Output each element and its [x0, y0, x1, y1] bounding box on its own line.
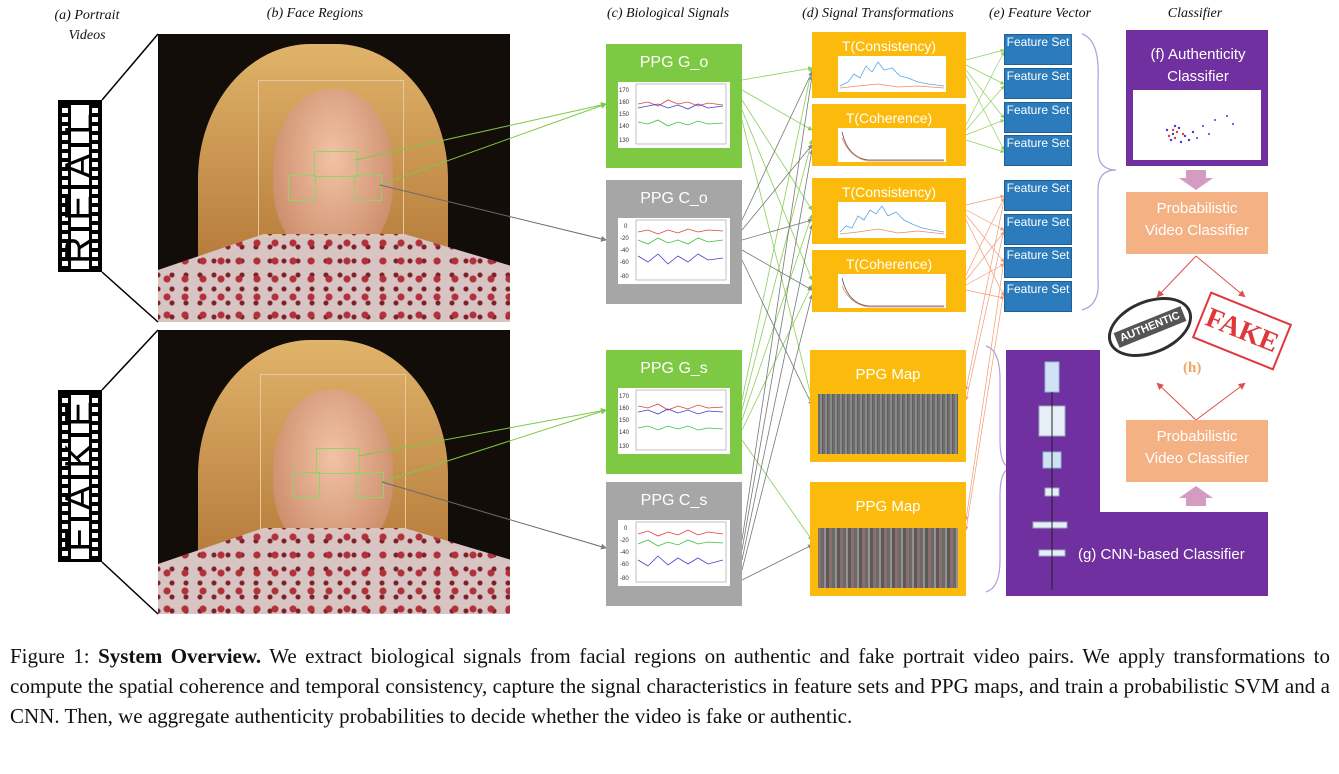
tick-label: 150: [619, 418, 630, 424]
transform-plot: [838, 274, 946, 308]
cnn-classifier-box-extension: [1100, 512, 1268, 596]
face-region-box: [258, 80, 404, 237]
tick-label: -60: [620, 562, 629, 568]
film-letter: L: [59, 104, 101, 144]
header-biological-signals: (c) Biological Signals: [606, 6, 730, 21]
cnn-classifier-label: (g) CNN-based Classifier: [1078, 546, 1245, 563]
caption-text: We extract biological signals from facia…: [10, 644, 1331, 728]
tick-label: 0: [624, 224, 628, 230]
connector-lines: [101, 33, 1246, 615]
portrait-real-image: [158, 34, 510, 322]
transform-consistency-real: T(Consistency): [812, 32, 966, 98]
tick-label: -80: [620, 274, 629, 280]
roi-forehead-box: [314, 151, 358, 177]
film-letter: E: [59, 188, 101, 228]
film-letter: K: [59, 436, 101, 476]
caption-bold: System Overview.: [98, 644, 262, 668]
signal-plot: 170 160 150 140 130: [618, 82, 730, 148]
film-letter: F: [59, 520, 101, 560]
roi-left-cheek-box: [288, 175, 316, 201]
tick-label: 170: [619, 88, 630, 94]
transform-plot: [838, 56, 946, 92]
transform-label: T(Consistency): [841, 184, 937, 200]
transform-label: T(Consistency): [841, 38, 937, 54]
signal-label: PPG C_o: [640, 190, 708, 207]
face-region-box: [260, 374, 406, 531]
signal-plot: 0 -20 -40 -60 -80: [618, 218, 730, 284]
header-classifier: Classifier: [1167, 6, 1223, 21]
header-face-regions: (b) Face Regions: [266, 6, 364, 21]
tick-label: -40: [620, 248, 629, 254]
feature-set: Feature Set: [1004, 102, 1072, 133]
figure-caption: Figure 1: System Overview. We extract bi…: [10, 641, 1330, 731]
svm-scatter-plot: [1133, 90, 1261, 160]
transform-consistency-fake: T(Consistency): [812, 178, 966, 244]
cnn-architecture-icon: [1032, 361, 1068, 590]
transform-label: T(Coherence): [845, 110, 933, 126]
feature-set: Feature Set: [1004, 34, 1072, 65]
feature-set: Feature Set: [1004, 68, 1072, 99]
caption-label: Figure 1:: [10, 644, 99, 668]
film-letter: E: [59, 394, 101, 434]
transform-label: PPG Map: [855, 366, 921, 383]
film-strip-real: L A E R: [58, 100, 102, 272]
signal-label: PPG C_s: [640, 492, 708, 509]
signal-label: PPG G_o: [639, 54, 709, 71]
tick-label: 160: [619, 406, 630, 412]
signal-label: PPG G_s: [640, 360, 708, 377]
portrait-fake-image: [158, 330, 510, 614]
tick-label: 140: [619, 430, 630, 436]
transform-coherence-real: T(Coherence): [812, 104, 966, 166]
tick-label: -60: [620, 260, 629, 266]
roi-left-cheek-box: [292, 472, 320, 498]
tick-label: 150: [619, 112, 630, 118]
tick-label: 160: [619, 100, 630, 106]
feature-set: Feature Set: [1004, 281, 1072, 312]
transform-plot: [838, 128, 946, 162]
label-h: (h): [1183, 360, 1202, 376]
feature-set: Feature Set: [1004, 180, 1072, 211]
transform-label: T(Coherence): [845, 256, 933, 272]
roi-forehead-box: [316, 448, 360, 474]
film-strip-fake: E K A F: [58, 390, 102, 562]
film-letter: A: [59, 146, 101, 186]
ppg-signal-c-o: PPG C_o 0 -20 -40 -60 -80: [606, 180, 742, 304]
ppg-map-fake: PPG Map: [810, 482, 966, 596]
probabilistic-video-classifier-svm: Probabilistic Video Classifier: [1126, 192, 1268, 254]
tick-label: -80: [620, 576, 629, 582]
tick-label: -20: [620, 538, 629, 544]
tick-label: 140: [619, 124, 630, 130]
roi-right-cheek-box: [354, 175, 382, 201]
roi-right-cheek-box: [356, 472, 384, 498]
probabilistic-video-classifier-cnn: Probabilistic Video Classifier: [1126, 420, 1268, 482]
signal-plot: 170 160 150 140 130: [618, 388, 730, 454]
header-portrait-videos: (a) Portrait Videos: [54, 8, 120, 43]
film-letter: R: [59, 230, 101, 270]
ppg-map-image: [818, 528, 958, 588]
signal-plot: 0 -20 -40 -60 -80: [618, 520, 730, 586]
header-signal-transformations: (d) Signal Transformations: [802, 6, 954, 21]
transform-label: PPG Map: [855, 498, 921, 515]
tick-label: -40: [620, 550, 629, 556]
transform-coherence-fake: T(Coherence): [812, 250, 966, 312]
ppg-signal-g-s: PPG G_s 170 160 150 140 130: [606, 350, 742, 474]
feature-set: Feature Set: [1004, 214, 1072, 245]
ppg-signal-c-s: PPG C_s 0 -20 -40 -60 -80: [606, 482, 742, 606]
ppg-map-image: [818, 394, 958, 454]
tick-label: 0: [624, 526, 628, 532]
transform-plot: [838, 202, 946, 238]
header-feature-vector: (e) Feature Vector: [988, 6, 1092, 21]
feature-set: Feature Set: [1004, 247, 1072, 278]
authenticity-classifier-box: (f) Authenticity Classifier: [1126, 30, 1268, 166]
authenticity-classifier-label: (f) Authenticity Classifier: [1150, 46, 1246, 85]
tick-label: 130: [619, 444, 630, 450]
ppg-signal-g-o: PPG G_o 170 160 150 140 130: [606, 44, 742, 168]
tick-label: 170: [619, 394, 630, 400]
tick-label: -20: [620, 236, 629, 242]
ppg-map-real: PPG Map: [810, 350, 966, 462]
tick-label: 130: [619, 138, 630, 144]
feature-set: Feature Set: [1004, 135, 1072, 166]
film-letter: A: [59, 478, 101, 518]
